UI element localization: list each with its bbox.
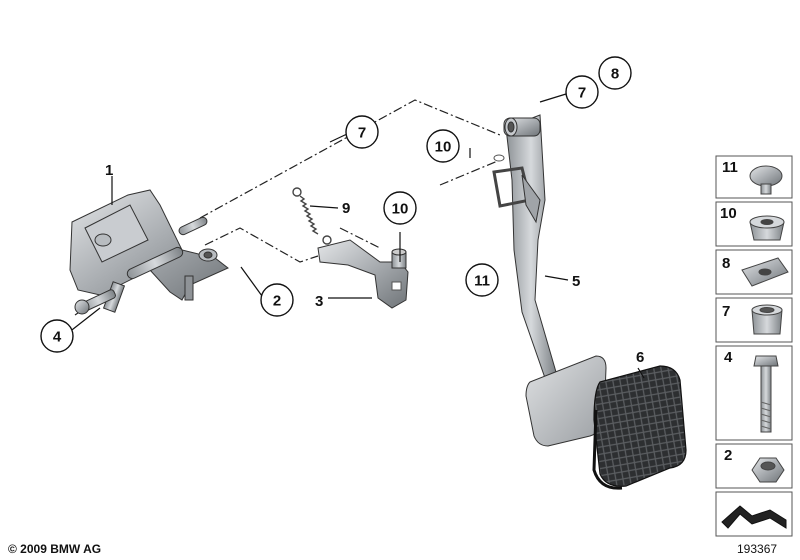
pedal-bracket-part (69, 189, 229, 313)
side-part-number-2: 2 (724, 447, 732, 464)
callout-1: 1 (105, 162, 113, 179)
side-part-number-7: 7 (722, 303, 730, 320)
callout-5: 5 (572, 273, 580, 290)
side-part-number-11: 11 (722, 159, 738, 176)
callout-10-left: 10 (392, 201, 409, 218)
callout-9: 9 (342, 200, 350, 217)
bolt-part (74, 289, 116, 315)
pedal-pad-part (525, 355, 607, 447)
callout-11: 11 (474, 273, 490, 290)
callout-10-right: 10 (435, 139, 452, 156)
callout-7-right: 7 (578, 85, 586, 102)
spring-clip-icon (741, 257, 789, 287)
rubber-pad-part (592, 365, 687, 490)
side-part-row-4[interactable] (715, 345, 793, 441)
side-part-number-10: 10 (720, 205, 737, 222)
callout-6: 6 (636, 349, 644, 366)
navigation-arrow-box[interactable] (715, 491, 793, 537)
callouts: 1 3 5 6 9 2 4 7 7 8 10 10 11 (40, 56, 644, 366)
clip-icon (749, 165, 783, 195)
arrow-icon (721, 505, 787, 529)
bushing-icon (749, 215, 785, 241)
bearing-sleeve-icon (751, 304, 783, 335)
callout-3: 3 (315, 293, 323, 310)
copyright-text: © 2009 BMW AG (8, 542, 102, 556)
side-parts-panel: 11 10 8 7 4 (715, 155, 793, 537)
side-part-number-4: 4 (724, 349, 733, 366)
small-bracket-part (317, 239, 409, 309)
callout-7-left: 7 (358, 125, 366, 142)
leader-lines (67, 93, 645, 379)
callout-8: 8 (611, 66, 619, 83)
hex-bolt-icon (753, 355, 779, 433)
side-part-number-8: 8 (722, 255, 730, 272)
callout-2: 2 (273, 293, 281, 310)
pedal-arm-part (492, 114, 557, 379)
diagram-number: 193367 (737, 542, 778, 556)
hex-nut-icon (751, 457, 785, 483)
callout-4: 4 (53, 329, 62, 346)
return-spring-part (292, 187, 332, 245)
